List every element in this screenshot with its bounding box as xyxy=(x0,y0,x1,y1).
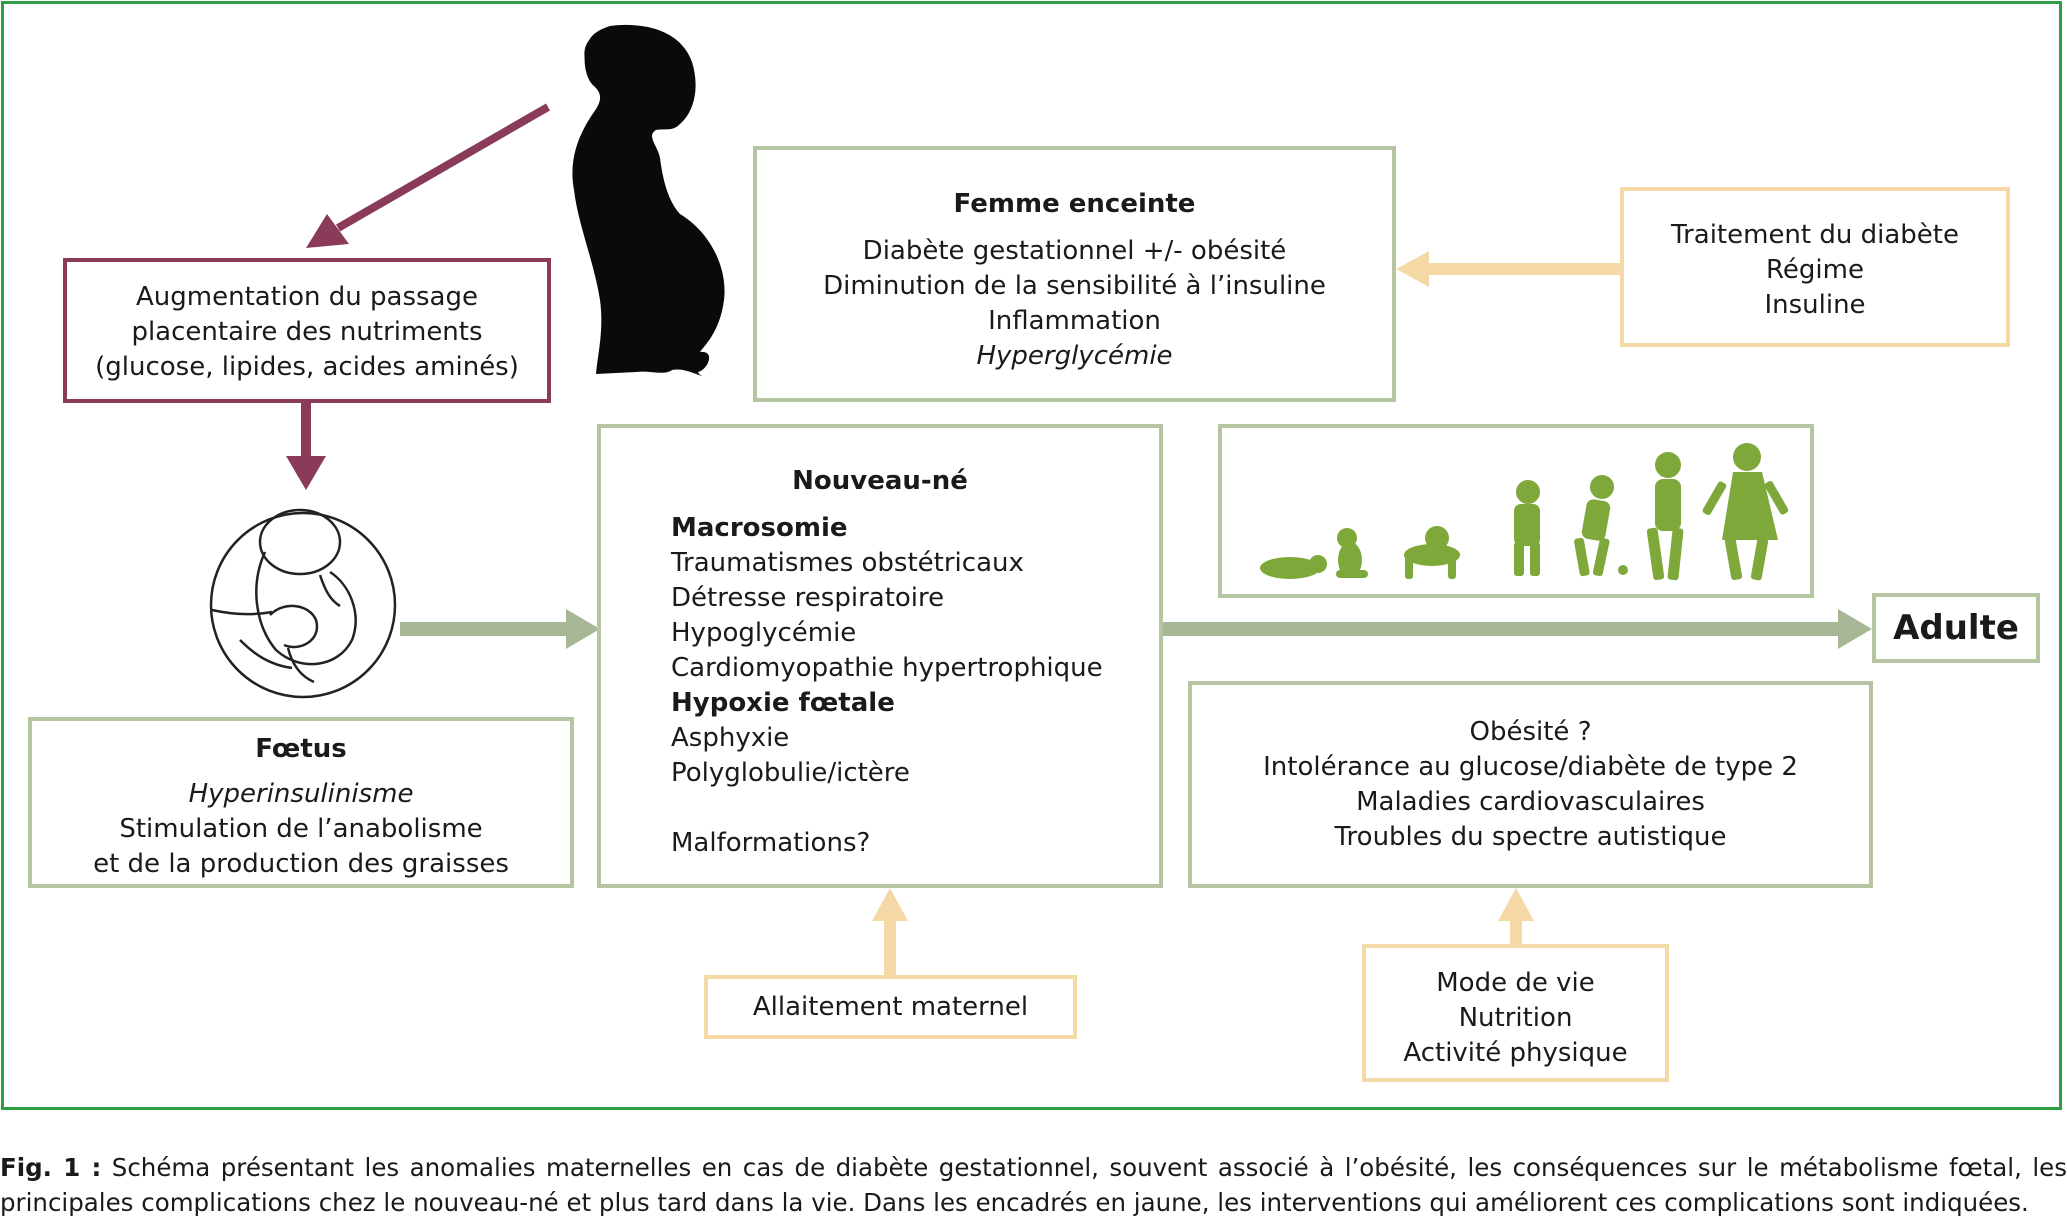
fetus-icon xyxy=(209,508,397,699)
breastfeeding-label: Allaitement maternel xyxy=(752,992,1029,1022)
breastfeeding-box: Allaitement maternel xyxy=(704,975,1077,1039)
placenta-line: (glucose, lipides, acides aminés) xyxy=(95,352,519,382)
mother-line: Inflammation xyxy=(988,306,1161,336)
fetus-title: Fœtus xyxy=(255,734,347,764)
newborn-item: Malformations? xyxy=(671,828,871,858)
mother-italic-line: Hyperglycémie xyxy=(976,341,1173,371)
treatment-line: Insuline xyxy=(1764,290,1866,320)
tan-arrow-breastfeeding-to-newborn xyxy=(872,888,908,978)
child-growth-box xyxy=(1218,424,1814,598)
lifestyle-box: Mode de vie Nutrition Activité physique xyxy=(1362,944,1669,1082)
mother-line: Diabète gestationnel +/- obésité xyxy=(862,236,1287,266)
lifestyle-line: Activité physique xyxy=(1403,1038,1628,1068)
placenta-line: Augmentation du passage xyxy=(136,282,478,312)
newborn-item: Détresse respiratoire xyxy=(671,583,945,613)
plum-arrow-woman-to-placenta xyxy=(306,103,550,248)
newborn-item: Hypoxie fœtale xyxy=(671,688,895,718)
tan-arrow-lifestyle-to-later xyxy=(1498,888,1534,946)
pregnant-woman-title: Femme enceinte xyxy=(953,189,1196,219)
figure-frame xyxy=(1,1,2062,1110)
fetus-box: Fœtus Hyperinsulinisme Stimulation de l’… xyxy=(28,717,574,888)
placental-transfer-box: Augmentation du passage placentaire des … xyxy=(63,258,551,403)
later-line: Troubles du spectre autistique xyxy=(1334,822,1727,852)
newborn-box: Nouveau-né Macrosomie Traumatismes obsté… xyxy=(597,424,1163,888)
treatment-line: Régime xyxy=(1766,255,1864,285)
adult-box: Adulte xyxy=(1872,593,2040,663)
later-line: Intolérance au glucose/diabète de type 2 xyxy=(1263,752,1798,782)
fetus-italic-line: Hyperinsulinisme xyxy=(188,779,414,809)
child-growth-silhouettes xyxy=(1260,443,1789,581)
newborn-item: Cardiomyopathie hypertrophique xyxy=(671,653,1103,683)
pregnant-woman-box: Femme enceinte Diabète gestationnel +/- … xyxy=(753,146,1396,402)
later-line: Obésité ? xyxy=(1469,717,1592,747)
adult-label: Adulte xyxy=(1893,608,2019,648)
placenta-line: placentaire des nutriments xyxy=(131,317,483,347)
diagram-graphics xyxy=(209,24,1872,978)
treatment-line: Traitement du diabète xyxy=(1671,220,1959,250)
figure-caption: Fig. 1 : Schéma présentant les anomalies… xyxy=(0,1150,2067,1220)
fetus-line: Stimulation de l’anabolisme xyxy=(119,814,483,844)
tan-arrow-treatment-to-mother xyxy=(1396,251,1625,287)
lifestyle-line: Nutrition xyxy=(1458,1003,1573,1033)
newborn-title: Nouveau-né xyxy=(792,466,968,496)
treatment-box: Traitement du diabète Régime Insuline xyxy=(1620,187,2010,347)
lifestyle-line: Mode de vie xyxy=(1436,968,1595,998)
newborn-item: Polyglobulie/ictère xyxy=(671,758,910,788)
pregnant-woman-silhouette xyxy=(572,24,725,376)
plum-arrow-placenta-to-fetus xyxy=(286,402,326,490)
newborn-item: Asphyxie xyxy=(671,723,790,753)
newborn-item-spacer xyxy=(671,791,1159,826)
green-arrow-fetus-to-newborn xyxy=(400,609,600,649)
green-arrow-newborn-to-adult xyxy=(1162,609,1872,649)
fetus-line: et de la production des graisses xyxy=(93,849,509,879)
later-line: Maladies cardiovasculaires xyxy=(1356,787,1705,817)
later-complications-box: Obésité ? Intolérance au glucose/diabète… xyxy=(1188,681,1873,888)
caption-text: Schéma présentant les anomalies maternel… xyxy=(0,1153,2067,1217)
newborn-item: Traumatismes obstétricaux xyxy=(671,548,1024,578)
newborn-item: Hypoglycémie xyxy=(671,618,857,648)
newborn-item: Macrosomie xyxy=(671,513,848,543)
mother-line: Diminution de la sensibilité à l’insulin… xyxy=(823,271,1326,301)
caption-label: Fig. 1 : xyxy=(0,1153,102,1182)
